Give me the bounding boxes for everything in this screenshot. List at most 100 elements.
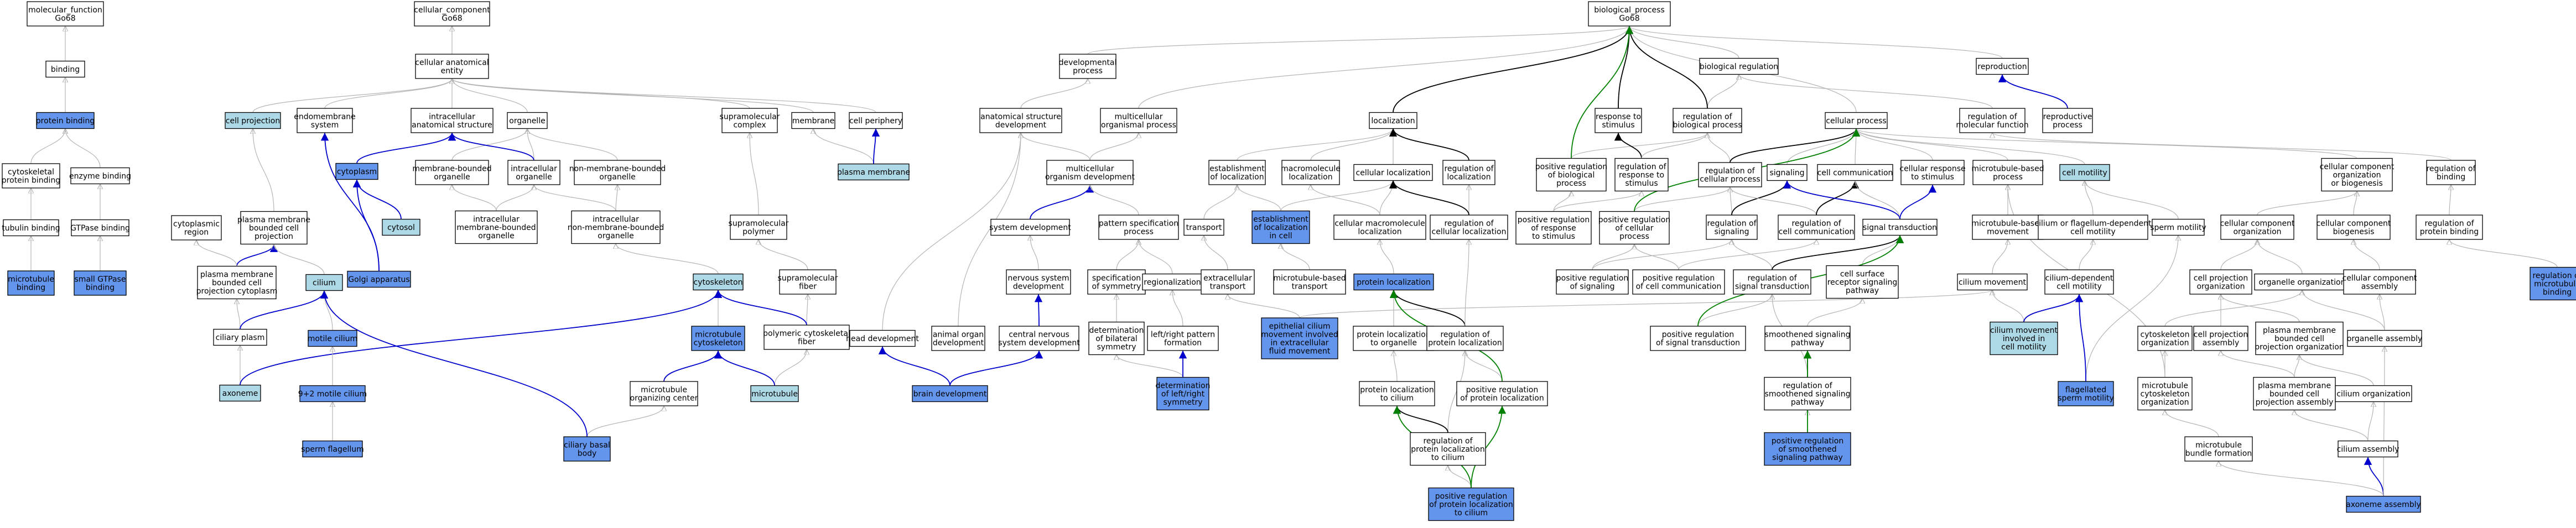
node-label-line: plasma membrane <box>837 168 910 177</box>
edge-gray <box>2220 239 2257 270</box>
edge-blue <box>2075 294 2086 382</box>
edge-gray <box>196 239 237 266</box>
node-label-line: bundle formation <box>2185 449 2252 458</box>
node-label: organelle organization <box>2259 278 2346 287</box>
node-label-line: cellular component <box>2317 219 2391 228</box>
go-term-node: cytosol <box>382 218 420 236</box>
edge-gray <box>807 294 808 326</box>
node-label-line: regulation of <box>1747 274 1797 283</box>
go-term-node: microtubule <box>750 385 799 402</box>
node-label-line: regulation of <box>1967 113 2017 122</box>
node-label-line: binding <box>2543 288 2572 297</box>
node-label-line: localization <box>1289 173 1332 182</box>
node-box <box>1990 321 2058 356</box>
node-label: axoneme assembly <box>2346 500 2421 509</box>
node-box <box>308 330 357 347</box>
node-box <box>2038 215 2148 240</box>
node-box <box>779 269 837 295</box>
edge-gray <box>1992 290 2024 322</box>
node-label-line: signaling <box>1714 228 1749 237</box>
edge-gray <box>1629 25 2003 59</box>
node-label-line: or biogenesis <box>2331 179 2383 188</box>
node-box <box>1142 273 1203 291</box>
edge-gray <box>1856 128 2008 161</box>
node-label-line: fiber <box>798 338 816 347</box>
go-term-node: cell projection <box>225 112 281 129</box>
node-label-line: anatomical structure <box>980 113 1061 122</box>
go-term-node: protein binding <box>36 112 95 129</box>
node-label-line: cellular_component <box>414 6 490 15</box>
node-label-line: regulation of <box>1444 165 1494 174</box>
node-box <box>1976 57 2029 75</box>
go-term-node: cilium organization <box>2335 385 2412 402</box>
edge-blue <box>663 350 723 382</box>
node-label-line: microtubule-based <box>1971 219 2044 228</box>
node-box <box>411 108 494 133</box>
node-label-line: cilium movement <box>1990 326 2058 335</box>
node-label-line: microtubule <box>751 390 798 399</box>
go-term-node: cilium assembly <box>2337 440 2399 458</box>
node-box <box>1333 215 1426 240</box>
node-label-line: organelle <box>598 232 633 241</box>
node-box <box>1428 487 1514 521</box>
edge-gray <box>1641 132 1707 159</box>
edge-blue <box>1034 294 1043 327</box>
node-box <box>2416 215 2483 240</box>
node-label-line: plasma membrane <box>200 270 273 279</box>
node-box <box>1817 164 1893 181</box>
node-label: cytoskeleton <box>694 278 743 287</box>
edge-gray <box>452 184 497 211</box>
node-box <box>3 219 59 237</box>
node-label-line: of biological <box>1548 171 1595 180</box>
node-box <box>730 215 787 240</box>
node-label-line: signal transduction <box>1735 283 1809 291</box>
node-box <box>2347 330 2422 347</box>
edge-gray <box>237 299 241 330</box>
edge-gray <box>1856 128 1933 161</box>
node-label-line: system development <box>998 339 1080 348</box>
node-label-line: positive regulation <box>1643 274 1715 283</box>
edge-gray <box>2221 350 2295 378</box>
node-box <box>415 54 489 79</box>
node-box <box>197 265 277 300</box>
node-label: regionalization <box>1144 278 1201 287</box>
node-box <box>1430 215 1508 240</box>
edge-gray <box>1634 244 1679 270</box>
node-label-line: small GTPase <box>75 275 126 284</box>
node-label-line: cellular response <box>1899 165 1965 174</box>
node-label: cilium organization <box>2336 390 2410 399</box>
node-box <box>1733 269 1811 295</box>
node-label: cell projection <box>226 117 280 126</box>
node-label-line: cell communication <box>1817 169 1893 177</box>
node-label-line: organization <box>2141 339 2189 348</box>
node-label: system development <box>989 223 1071 232</box>
edge-gray <box>2079 239 2093 270</box>
edge-blue <box>1998 74 2068 109</box>
edge-gray <box>1855 181 1900 219</box>
edge-blue <box>240 290 723 385</box>
edge-gray <box>534 184 616 211</box>
go-term-node: biological regulation <box>1699 57 1779 75</box>
node-label-line: region <box>184 228 209 237</box>
node-label-line: protein localization <box>1357 278 1430 287</box>
node-label-line: bounded cell <box>2269 390 2319 399</box>
